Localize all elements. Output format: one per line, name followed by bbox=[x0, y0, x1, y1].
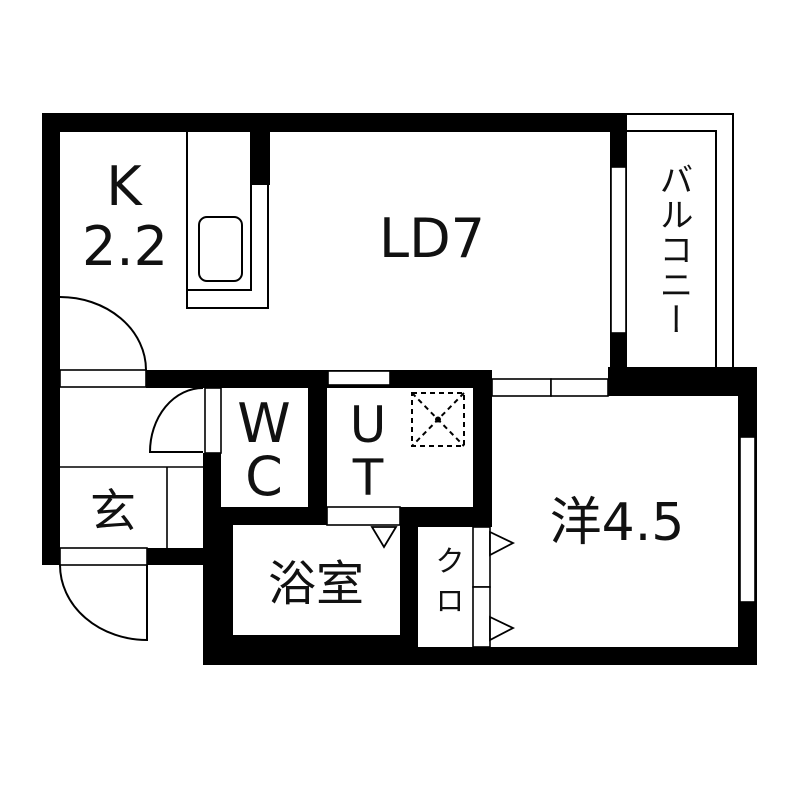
wc-door-swing-icon bbox=[148, 387, 204, 453]
ut-top-window bbox=[327, 370, 391, 386]
middle-horizontal-wall bbox=[146, 370, 492, 388]
sink-icon bbox=[198, 216, 243, 282]
ut-right-wall bbox=[473, 388, 492, 527]
bath-right-wall bbox=[400, 525, 418, 647]
western-window bbox=[739, 436, 756, 603]
openings bbox=[59, 166, 756, 648]
walls bbox=[42, 113, 757, 665]
wc-label-line1: W bbox=[237, 392, 290, 455]
entrance-label: 玄 bbox=[90, 484, 136, 538]
top-wall bbox=[42, 113, 627, 132]
kitchen-ld-wall-stub bbox=[250, 132, 270, 185]
sliding-door-panel-1 bbox=[491, 378, 552, 397]
sliding-door-panel-2 bbox=[550, 378, 609, 397]
western-top-wall bbox=[608, 367, 757, 396]
ut-bath-door-leaf bbox=[326, 506, 401, 526]
ld-window bbox=[610, 166, 627, 334]
ut-bottom-wall bbox=[400, 507, 492, 527]
closet-label: クロ bbox=[429, 545, 464, 625]
closet-door-panel-1 bbox=[472, 526, 491, 588]
kitchen-door-leaf bbox=[59, 369, 147, 388]
kitchen-door-swing-icon bbox=[59, 296, 147, 371]
kitchen-counter bbox=[186, 132, 269, 309]
closet-door-triangle-icon bbox=[489, 530, 516, 557]
bath-door-triangle-icon bbox=[370, 526, 398, 549]
bath-bottom-wall bbox=[203, 635, 418, 665]
western-room-label: 洋4.5 bbox=[550, 493, 685, 553]
balcony-outline bbox=[627, 113, 734, 367]
entrance-door-swing-icon bbox=[59, 564, 148, 642]
bath-left-wall bbox=[203, 525, 233, 665]
entrance-bottom-wall bbox=[147, 548, 205, 565]
closet-door-panel-2 bbox=[472, 586, 491, 648]
ut-label-line2: T bbox=[352, 449, 384, 507]
wc-door-opening bbox=[204, 387, 222, 454]
washer-space-icon bbox=[411, 392, 465, 447]
balcony-inner-rail bbox=[627, 130, 717, 367]
bathroom-label: 浴室 bbox=[268, 556, 364, 612]
wc-right-wall bbox=[308, 388, 327, 525]
wc-label-line2: C bbox=[245, 445, 283, 508]
wc-bottom-wall bbox=[203, 507, 327, 525]
closet-door-triangle-icon bbox=[489, 615, 516, 642]
ld-label: LD7 bbox=[379, 207, 485, 270]
left-wall bbox=[42, 113, 60, 565]
western-room-type: 洋 bbox=[550, 493, 602, 553]
western-room-size: 4.5 bbox=[602, 493, 685, 553]
counter-outer-edge bbox=[186, 132, 269, 309]
kitchen-size: 2.2 bbox=[82, 215, 168, 278]
entrance-door-leaf bbox=[59, 547, 148, 566]
ut-label-line1: U bbox=[350, 396, 387, 454]
kitchen-label: K bbox=[106, 155, 143, 218]
counter-inner-edge bbox=[187, 132, 252, 291]
balcony-outer-rail bbox=[627, 113, 734, 367]
balcony-label: バルコニー bbox=[653, 162, 693, 337]
